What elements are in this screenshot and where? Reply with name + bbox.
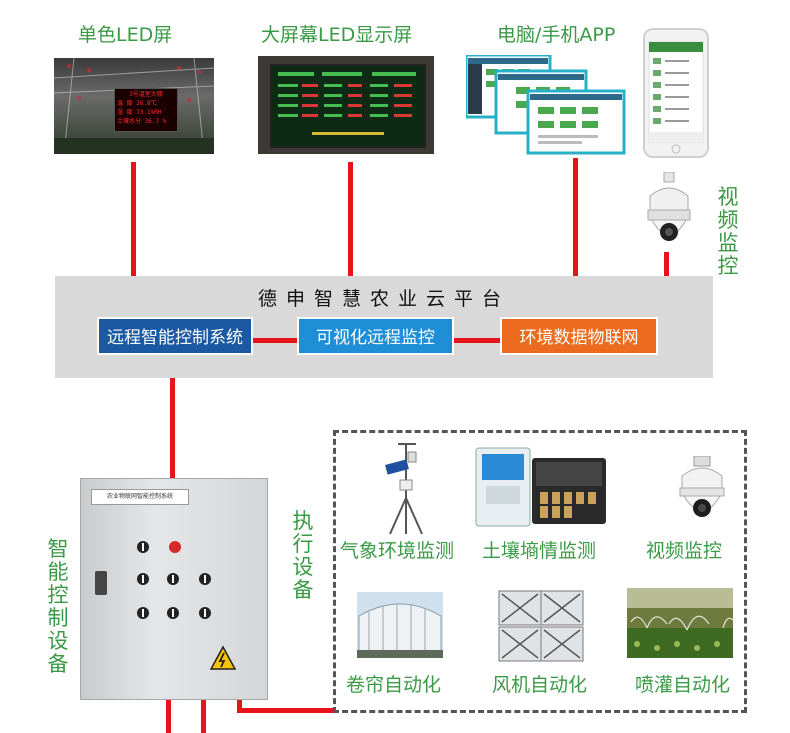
link-app-platform xyxy=(573,158,578,276)
ptz-camera-icon xyxy=(647,172,691,241)
cabinet-lock-icon xyxy=(95,571,107,595)
cabinet-panel-label: 农业物联网智能控制系统 xyxy=(91,489,189,505)
device-sprinkler-label: 喷灌自动化 xyxy=(635,674,731,696)
sprinkler-photo xyxy=(627,588,733,658)
greenhouse-roll-photo xyxy=(357,592,443,658)
greenhouse-roll-icon xyxy=(357,592,443,658)
execution-devices-box xyxy=(333,430,747,713)
device-weather-label: 气象环境监测 xyxy=(340,540,455,562)
high-voltage-warning-icon xyxy=(209,645,237,670)
led-single-photo: 3号温室大棚 温 度 26.8℃ 湿 度 73.1%RH 土壤水分 36.7 % xyxy=(54,58,214,154)
label-video-top: 视频监控 xyxy=(717,185,739,278)
led-row-humidity: 湿 度 73.1%RH xyxy=(117,109,162,116)
weather-station-photo xyxy=(378,438,434,536)
device-camera-label: 视频监控 xyxy=(646,540,723,562)
label-pc-app: 电脑/手机APP xyxy=(497,24,616,46)
cabinet-cable-2 xyxy=(201,698,206,733)
cabinet-cable-1 xyxy=(166,698,171,733)
exhaust-fan-photo xyxy=(498,590,584,662)
link-system-2-3 xyxy=(452,338,504,343)
system-iot-data: 环境数据物联网 xyxy=(500,317,658,355)
link-system-1-2 xyxy=(251,338,301,343)
greenhouse-interior-icon xyxy=(54,58,214,154)
dome-camera-photo xyxy=(672,456,732,526)
label-execution: 执行设备 xyxy=(292,509,314,602)
big-screen-display xyxy=(270,64,426,148)
link-platform-cabinet xyxy=(170,378,175,478)
dome-camera-icon xyxy=(679,456,725,517)
label-big-screen: 大屏幕LED显示屏 xyxy=(261,24,413,46)
phone-app-icon xyxy=(648,41,704,154)
big-screen-grid-icon xyxy=(278,72,416,135)
link-cabinet-execution xyxy=(237,708,335,713)
app-screens-icon xyxy=(466,55,626,155)
cabinet-switches-icon xyxy=(137,541,211,619)
link-camera-platform xyxy=(664,252,669,276)
phone-photo xyxy=(643,28,709,158)
cabinet-cable-3 xyxy=(237,694,242,713)
label-led-single: 单色LED屏 xyxy=(78,24,173,46)
soil-monitor-icon xyxy=(475,447,606,527)
control-cabinet: 农业物联网智能控制系统 xyxy=(80,478,268,700)
label-control-device: 智能控制设备 xyxy=(47,537,69,676)
sprinkler-icon xyxy=(627,588,733,658)
led-row-soil: 土壤水分 36.7 % xyxy=(117,118,167,125)
device-roll-label: 卷帘自动化 xyxy=(346,674,442,696)
device-soil-label: 土壤墒情监测 xyxy=(482,540,597,562)
exhaust-fan-icon xyxy=(498,590,584,662)
system-remote-control: 远程智能控制系统 xyxy=(97,317,253,355)
weather-station-icon xyxy=(385,443,423,535)
led-display: 3号温室大棚 温 度 26.8℃ 湿 度 73.1%RH 土壤水分 36.7 % xyxy=(114,88,178,132)
device-fan-label: 风机自动化 xyxy=(492,674,588,696)
big-screen-photo xyxy=(258,56,434,154)
pc-app-photo xyxy=(466,55,626,155)
link-bigscreen-platform xyxy=(348,162,353,276)
link-led-platform xyxy=(131,162,136,276)
led-title: 3号温室大棚 xyxy=(129,91,163,98)
system-visual-monitoring: 可视化远程监控 xyxy=(297,317,454,355)
led-row-temp: 温 度 26.8℃ xyxy=(117,100,157,107)
top-camera-photo xyxy=(644,172,694,250)
platform-title: 德申智慧农业云平台 xyxy=(257,288,510,310)
soil-monitor-photo xyxy=(470,444,610,530)
